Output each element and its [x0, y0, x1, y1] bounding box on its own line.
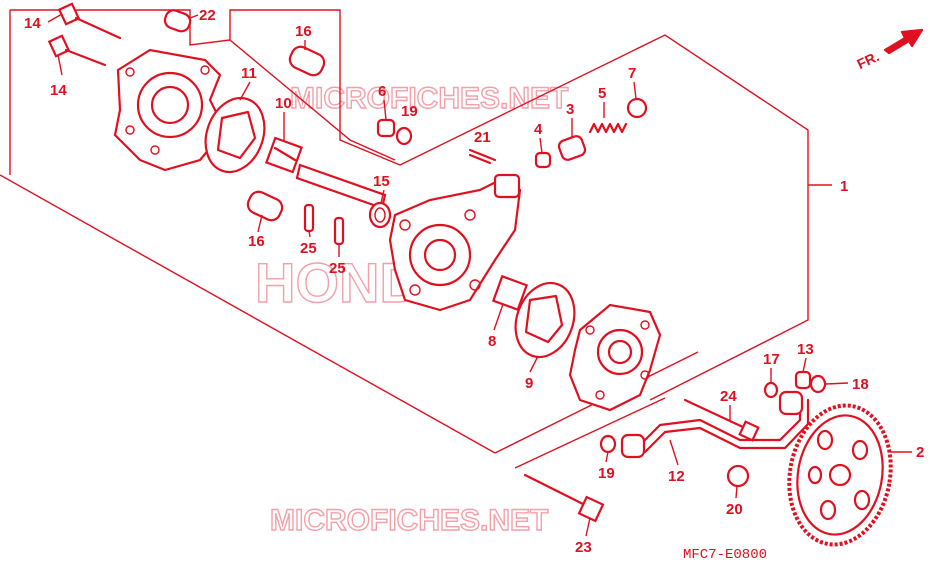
nut-20: [726, 464, 750, 488]
bolt-14-upper: [57, 2, 122, 40]
bolt-24: [683, 398, 760, 442]
drawing-code: MFC7-E0800: [683, 547, 767, 563]
label-14-lower: 14: [50, 82, 67, 99]
outer-rotor-9: [514, 281, 576, 359]
label-15: 15: [373, 173, 390, 190]
bolt-23: [523, 473, 605, 523]
inner-rotor-8: [491, 274, 529, 312]
front-direction-arrow-icon: FR.: [854, 28, 924, 72]
relief-valve-piston-4: [534, 151, 552, 169]
washer-17: [763, 381, 779, 399]
front-direction-label: FR.: [854, 48, 881, 72]
label-1: 1: [840, 178, 848, 195]
cotter-pin-21: [468, 148, 497, 165]
label-9: 9: [525, 375, 533, 392]
label-19-upper: 19: [401, 103, 418, 120]
label-12: 12: [668, 468, 685, 485]
valve-cap-6: [376, 118, 396, 138]
relief-valve-3: [557, 135, 587, 161]
label-23: 23: [575, 539, 592, 556]
label-4: 4: [534, 121, 543, 138]
inner-rotor-10: [264, 136, 304, 174]
label-19-lower: 19: [598, 465, 615, 482]
part-labels: 14 22 16 14 11 10 6 19 4 3 5 7 21 15 1 1…: [24, 7, 924, 556]
label-21: 21: [474, 129, 491, 146]
pump-cover-right: [568, 303, 662, 412]
pump-shaft: [295, 163, 387, 210]
label-17: 17: [763, 351, 780, 368]
pump-body: [388, 173, 522, 312]
label-16-lower: 16: [248, 233, 265, 250]
label-10: 10: [275, 95, 292, 112]
oil-pipe-12: [620, 390, 810, 459]
spring-5: [588, 122, 628, 134]
pump-cover-left: [113, 48, 227, 172]
cap-nut-7: [626, 97, 648, 119]
label-24: 24: [720, 388, 737, 405]
label-25-right: 25: [329, 260, 346, 277]
washer-19-lower: [599, 434, 617, 454]
label-5: 5: [598, 85, 606, 102]
dowel-pin-16-lower: [246, 190, 284, 222]
label-20: 20: [726, 501, 743, 518]
pin-25-right: [333, 216, 345, 246]
leader-lines: [47, 13, 849, 537]
bolt-14-lower: [47, 34, 107, 67]
o-ring-15: [368, 201, 392, 229]
label-11: 11: [241, 65, 257, 82]
label-6: 6: [378, 83, 386, 100]
label-18: 18: [852, 376, 869, 393]
watermark-top: MICROFICHES.NET: [290, 82, 568, 115]
label-8: 8: [488, 333, 496, 350]
label-16-upper: 16: [295, 23, 312, 40]
pin-25-left: [303, 203, 315, 233]
dowel-pin-22: [163, 9, 192, 33]
label-25-left: 25: [300, 240, 317, 257]
label-2: 2: [916, 444, 924, 461]
label-13: 13: [797, 341, 814, 358]
washer-18: [809, 374, 827, 394]
label-22: 22: [199, 7, 216, 24]
label-14-upper: 14: [24, 15, 41, 32]
label-3: 3: [566, 101, 574, 118]
washer-19-upper: [395, 126, 413, 146]
collar-13: [794, 370, 812, 390]
outer-rotor-11: [204, 96, 266, 174]
dowel-pin-16-upper: [288, 45, 326, 77]
pump-sprocket-2: [787, 403, 893, 547]
label-7: 7: [628, 65, 636, 82]
watermark-bottom: MICROFICHES.NET: [270, 504, 548, 537]
